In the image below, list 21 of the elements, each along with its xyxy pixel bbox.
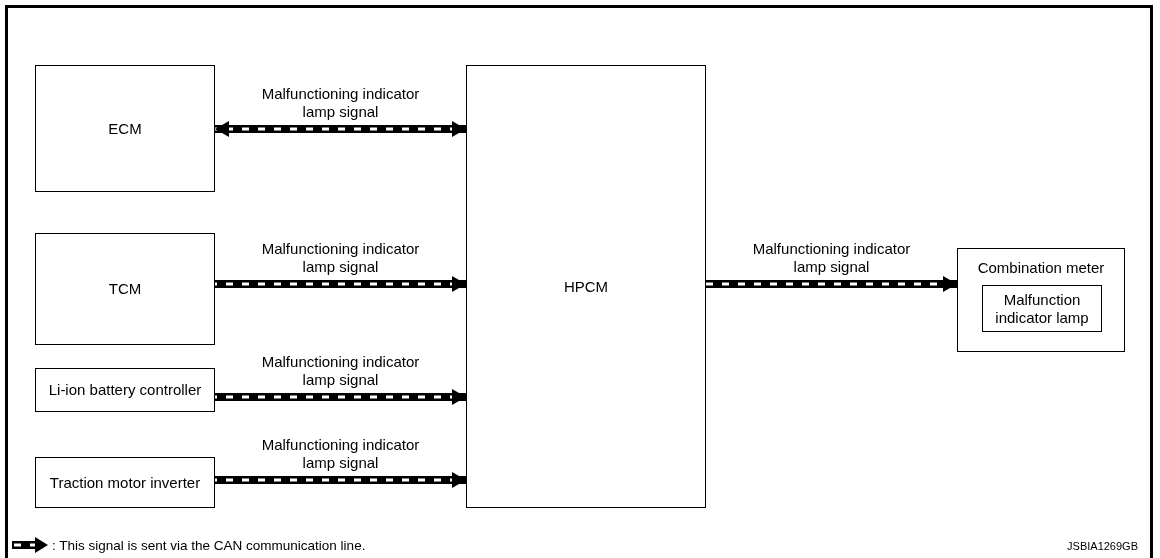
- component-name: Malfunction indicator lamp: [994, 290, 1090, 327]
- can-signal-arrow: [215, 472, 466, 488]
- component-name: TCM: [107, 280, 143, 298]
- component-box: [35, 65, 215, 192]
- legend-text: : This signal is sent via the CAN communication line.: [52, 537, 366, 553]
- figure-code: JSBIA1269GB: [1067, 540, 1138, 552]
- can-signal-arrow: [215, 121, 466, 137]
- component-name: ECM: [107, 119, 143, 138]
- component-box: [35, 457, 215, 508]
- module-box: [957, 248, 1125, 352]
- component-box: [35, 368, 215, 412]
- can-signal-arrow: [706, 276, 957, 292]
- can-signal-arrow: [215, 389, 466, 405]
- component-box: [35, 233, 215, 345]
- component-box: [466, 65, 706, 508]
- module-title: Combination meter: [976, 259, 1106, 277]
- can-signal-arrow: [215, 276, 466, 292]
- component-box: [982, 285, 1102, 332]
- component-name: Traction motor inverter: [48, 473, 202, 492]
- component-name: HPCM: [562, 277, 610, 296]
- component-name: Li-ion battery controller: [47, 381, 203, 399]
